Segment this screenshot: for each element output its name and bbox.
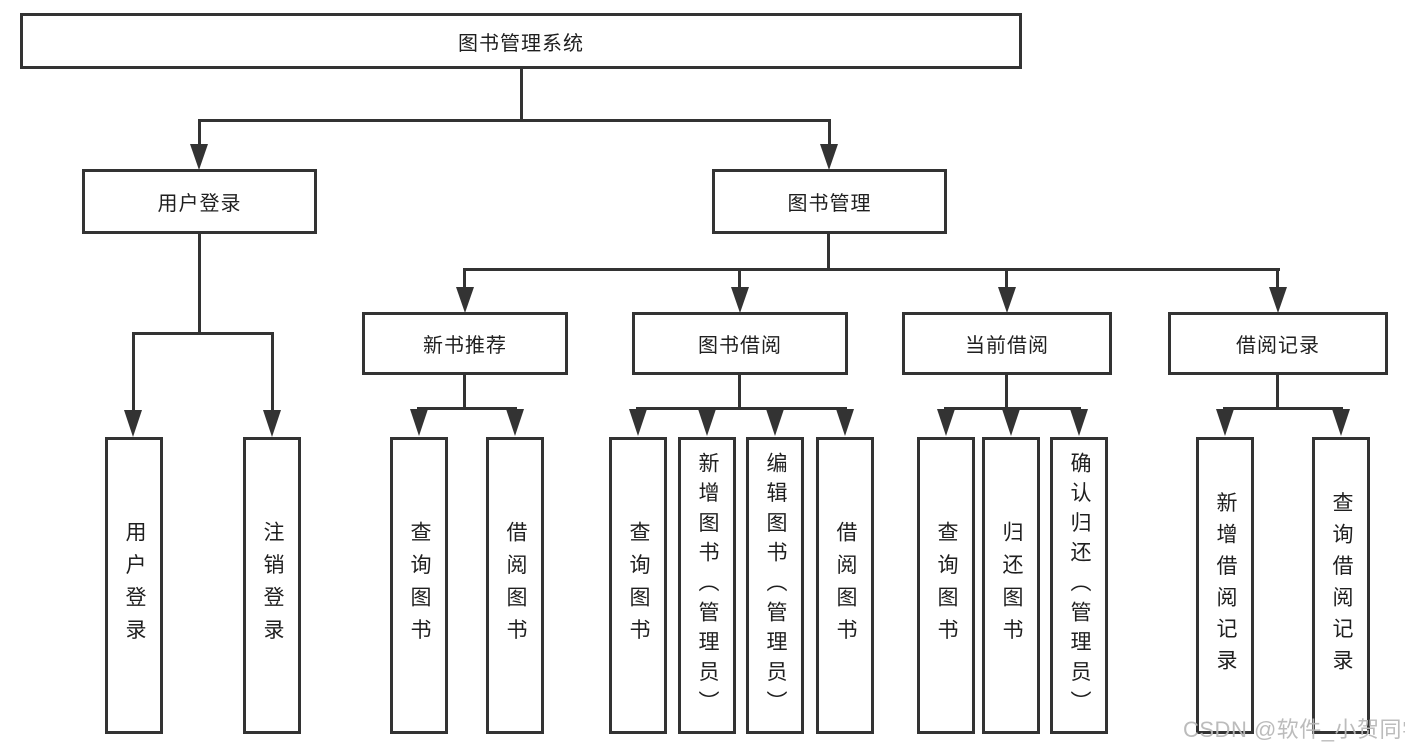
connector-book-management-stem (827, 232, 830, 271)
connector-root-branch (198, 119, 831, 122)
leaf-label: 查询图书 (627, 520, 650, 651)
leaf-label: 编辑图书（管理员） (764, 451, 787, 720)
arrow-down-icon (1269, 287, 1287, 313)
node-new-book-recommendation: 新书推荐 (362, 312, 568, 375)
leaf-label: 新增图书（管理员） (696, 451, 719, 720)
leaf-label: 确认归还（管理员） (1068, 451, 1091, 720)
leaf-label: 注销登录 (261, 520, 284, 651)
leaf-return-book: 归还图书 (982, 437, 1040, 734)
leaf-logout: 注销登录 (243, 437, 301, 734)
arrow-down-icon (836, 409, 854, 436)
arrow-down-icon (1002, 409, 1020, 436)
arrow-down-icon (410, 409, 428, 436)
node-label: 图书管理 (787, 193, 872, 215)
leaf-borrow-book: 借阅图书 (816, 437, 874, 734)
leaf-label: 用户登录 (123, 520, 146, 651)
connector-borrow-record-stem (1276, 374, 1279, 409)
connector-current-borrow-branch (944, 407, 1081, 410)
node-borrowing-records: 借阅记录 (1168, 312, 1388, 375)
leaf-borrow-book-new: 借阅图书 (486, 437, 544, 734)
leaf-edit-book-admin: 编辑图书（管理员） (746, 437, 804, 734)
leaf-label: 借阅图书 (834, 520, 857, 651)
arrow-down-icon (820, 144, 838, 170)
node-label: 借阅记录 (1236, 335, 1320, 357)
leaf-user-login: 用户登录 (105, 437, 163, 734)
node-label: 用户登录 (157, 193, 242, 215)
arrow-down-icon (1216, 409, 1234, 436)
leaf-label: 新增借阅记录 (1214, 491, 1237, 680)
connector-to-book-management (828, 119, 831, 146)
arrow-down-icon (998, 287, 1016, 313)
connector-to-current-borrow (1005, 268, 1008, 290)
arrow-down-icon (766, 409, 784, 436)
node-label: 图书借阅 (698, 335, 782, 357)
leaf-label: 归还图书 (1000, 520, 1023, 651)
node-label: 图书管理系统 (458, 32, 584, 55)
leaf-add-borrow-record: 新增借阅记录 (1196, 437, 1254, 734)
connector-borrow-record-branch (1223, 407, 1343, 410)
leaf-add-book-admin: 新增图书（管理员） (678, 437, 736, 734)
connector-new-book-stem (463, 374, 466, 409)
connector-current-borrow-stem (1005, 374, 1008, 409)
connector-to-borrow-record (1276, 268, 1279, 290)
leaf-query-book-borrow: 查询图书 (609, 437, 667, 734)
leaf-label: 查询借阅记录 (1330, 491, 1353, 680)
node-label: 新书推荐 (423, 335, 507, 357)
csdn-watermark: CSDN @软件_小贺同学 (1183, 717, 1405, 742)
leaf-label: 查询图书 (408, 520, 431, 651)
node-book-borrowing: 图书借阅 (632, 312, 848, 375)
node-current-borrowing: 当前借阅 (902, 312, 1112, 375)
node-label: 当前借阅 (965, 335, 1049, 357)
connector-user-login-branch (132, 332, 274, 335)
connector-to-leaf-user-login (132, 332, 135, 412)
node-book-management: 图书管理 (712, 169, 947, 234)
leaf-label: 查询图书 (935, 520, 958, 651)
arrow-down-icon (190, 144, 208, 170)
connector-to-book-borrow (738, 268, 741, 290)
arrow-down-icon (456, 287, 474, 313)
connector-book-management-branch (463, 268, 1280, 271)
leaf-query-book-current: 查询图书 (917, 437, 975, 734)
arrow-down-icon (698, 409, 716, 436)
connector-new-book-branch (417, 407, 517, 410)
connector-book-borrow-branch (636, 407, 847, 410)
arrow-down-icon (124, 410, 142, 437)
connector-user-login-stem (198, 232, 201, 334)
leaf-query-book-new: 查询图书 (390, 437, 448, 734)
connector-root-stem (520, 69, 523, 119)
arrow-down-icon (937, 409, 955, 436)
leaf-query-borrow-record: 查询借阅记录 (1312, 437, 1370, 734)
connector-to-new-book (463, 268, 466, 290)
leaf-label: 借阅图书 (504, 520, 527, 651)
node-user-login: 用户登录 (82, 169, 317, 234)
arrow-down-icon (263, 410, 281, 437)
connector-book-borrow-stem (738, 374, 741, 409)
connector-to-user-login (198, 119, 201, 146)
node-library-management-system: 图书管理系统 (20, 13, 1022, 69)
connector-to-leaf-logout (271, 332, 274, 412)
leaf-confirm-return-admin: 确认归还（管理员） (1050, 437, 1108, 734)
arrow-down-icon (1070, 409, 1088, 436)
arrow-down-icon (629, 409, 647, 436)
arrow-down-icon (506, 409, 524, 436)
arrow-down-icon (1332, 409, 1350, 436)
arrow-down-icon (731, 287, 749, 313)
